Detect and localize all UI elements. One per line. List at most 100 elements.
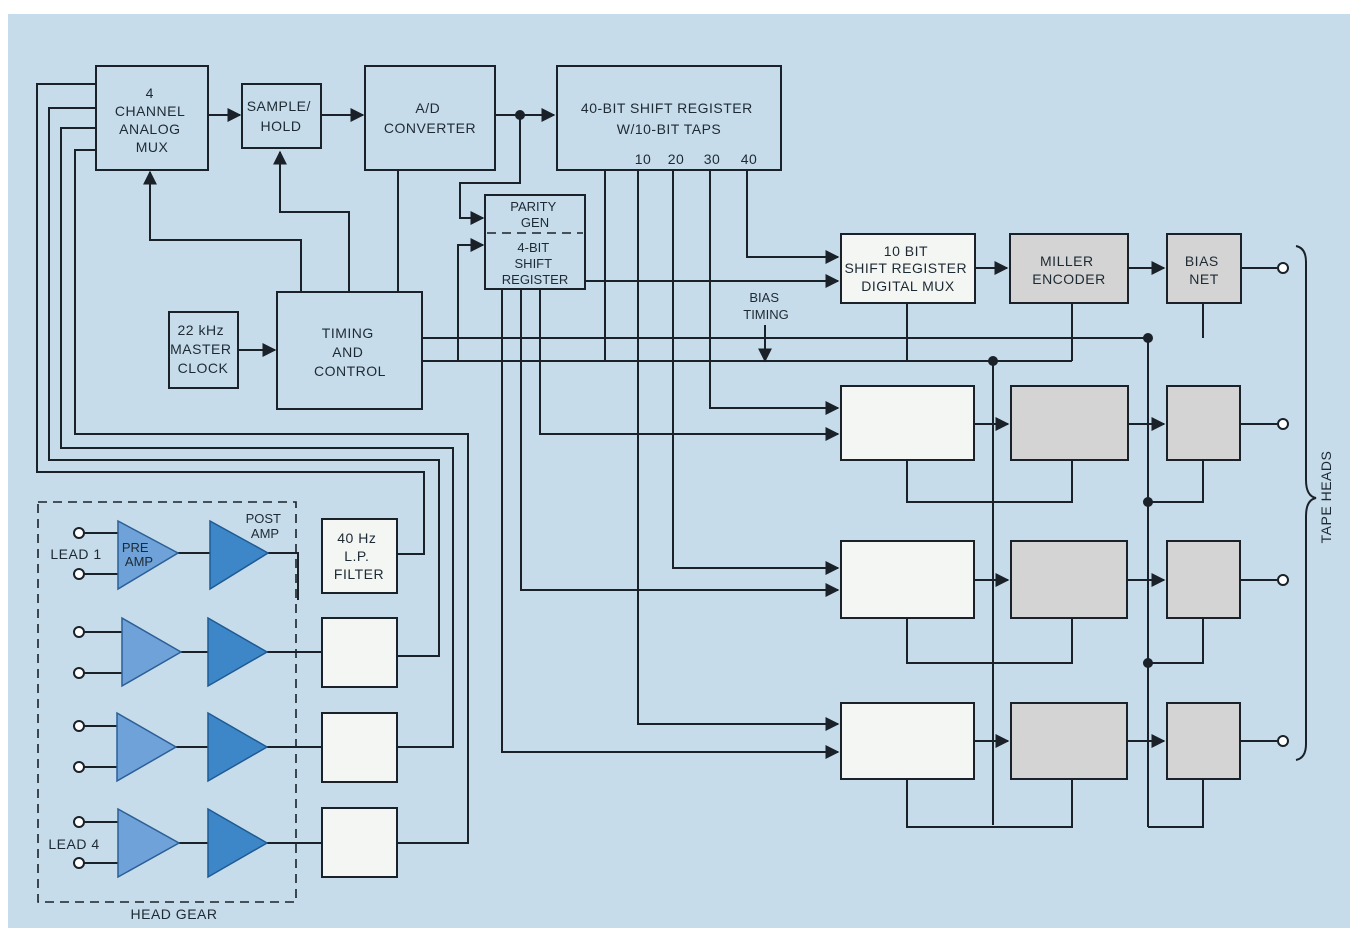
sample-hold-label-line: HOLD bbox=[261, 118, 302, 134]
amplifier-row-4 bbox=[73, 807, 269, 879]
timing-control-label-line: AND bbox=[332, 344, 363, 360]
shift-register-40-label-line: W/10-BIT TAPS bbox=[617, 121, 722, 137]
junction-dots bbox=[515, 110, 1153, 668]
filter-box-2 bbox=[321, 617, 398, 688]
pre-amp-label: PRE AMP bbox=[122, 540, 153, 569]
shift-register-4-label-line: REGISTER bbox=[502, 272, 568, 287]
parity-gen-label-line: GEN bbox=[521, 215, 549, 230]
mux-label: 4 CHANNEL ANALOG MUX bbox=[115, 85, 189, 155]
encoder-box-3 bbox=[1010, 540, 1128, 619]
tap-30-label: 30 bbox=[704, 151, 721, 167]
shift-register-4-label-line: 4-BIT bbox=[517, 240, 549, 255]
post-amp-label: POST AMP bbox=[246, 511, 285, 541]
bias-net-box bbox=[1166, 233, 1242, 304]
lp-filter-label-line: L.P. bbox=[344, 548, 369, 564]
lp-filter-box bbox=[321, 518, 398, 594]
bias-net-box-4 bbox=[1166, 702, 1241, 780]
parity-gen-label-line: PARITY bbox=[510, 199, 556, 214]
sample-hold-box bbox=[241, 83, 322, 149]
lead-1-label: LEAD 1 bbox=[50, 546, 101, 562]
post-amp-4 bbox=[207, 807, 269, 879]
shift-register-4-label: 4-BIT SHIFT REGISTER bbox=[502, 240, 568, 287]
timing-control-label: TIMING AND CONTROL bbox=[314, 325, 386, 379]
shift-register-10-label: 10 BIT SHIFT REGISTER DIGITAL MUX bbox=[844, 243, 971, 294]
filter-box-4 bbox=[321, 807, 398, 878]
tap-20-label: 20 bbox=[668, 151, 685, 167]
master-clock-label-line: CLOCK bbox=[178, 360, 229, 376]
adc-label-line: A/D bbox=[415, 100, 440, 116]
encoder-box-4 bbox=[1010, 702, 1128, 780]
analog-mux-box bbox=[95, 65, 209, 171]
master-clock-box bbox=[168, 311, 239, 389]
amplifier-row-2 bbox=[73, 616, 269, 688]
bias-net-label-line: BIAS bbox=[1185, 253, 1219, 269]
bias-timing-label-line: TIMING bbox=[743, 307, 789, 322]
master-clock-label: 22 kHz MASTER CLOCK bbox=[170, 322, 236, 376]
post-amp-1 bbox=[209, 519, 270, 591]
tape-head-terminal-3 bbox=[1277, 574, 1289, 586]
timing-control-box bbox=[276, 291, 423, 410]
timing-control-label-line: CONTROL bbox=[314, 363, 386, 379]
lp-filter-label-line: 40 Hz bbox=[337, 530, 376, 546]
head-gear-label: HEAD GEAR bbox=[131, 906, 218, 922]
bias-net-box-3 bbox=[1166, 540, 1241, 619]
master-clock-label-line: MASTER bbox=[170, 341, 231, 357]
pre-amp-label-line: AMP bbox=[125, 554, 153, 569]
shift-register-4-label-line: SHIFT bbox=[515, 256, 553, 271]
post-amp-label-line: AMP bbox=[251, 526, 279, 541]
post-amp-label-line: POST bbox=[246, 511, 281, 526]
head-gear-boundary bbox=[37, 501, 297, 903]
tape-head-terminal-4 bbox=[1277, 735, 1289, 747]
shift-register-10-label-line: SHIFT REGISTER bbox=[844, 260, 967, 276]
shift-register-box-3 bbox=[840, 540, 975, 619]
encoder-box-2 bbox=[1010, 385, 1129, 461]
amplifier-row-3 bbox=[73, 711, 269, 783]
lead-4-label: LEAD 4 bbox=[48, 836, 99, 852]
post-amp-3 bbox=[207, 711, 269, 783]
lp-filter-label: 40 Hz L.P. FILTER bbox=[334, 530, 384, 582]
shift-register-10-box bbox=[840, 233, 976, 304]
mux-label-line: ANALOG bbox=[119, 121, 180, 137]
pre-amp-4 bbox=[117, 807, 181, 879]
post-amp-2 bbox=[207, 616, 269, 688]
miller-encoder-box bbox=[1009, 233, 1129, 304]
miller-encoder-label-line: MILLER bbox=[1040, 253, 1094, 269]
shift-register-40-label: 40-BIT SHIFT REGISTER W/10-BIT TAPS bbox=[581, 100, 757, 137]
sample-hold-label-line: SAMPLE/ bbox=[247, 98, 311, 114]
adc-box bbox=[364, 65, 496, 171]
tape-heads-label: TAPE HEADS bbox=[1318, 451, 1334, 544]
bias-timing-label-line: BIAS bbox=[749, 290, 779, 305]
shift-register-40-box bbox=[556, 65, 782, 171]
shift-register-10-label-line: DIGITAL MUX bbox=[861, 278, 955, 294]
sample-hold-label: SAMPLE/ HOLD bbox=[247, 98, 316, 134]
lp-filter-label-line: FILTER bbox=[334, 566, 384, 582]
bias-net-label: BIAS NET bbox=[1185, 253, 1223, 287]
pre-amp-2 bbox=[121, 616, 183, 688]
timing-control-label-line: TIMING bbox=[322, 325, 374, 341]
tape-head-terminals bbox=[1277, 262, 1289, 747]
mux-label-line: 4 bbox=[146, 85, 154, 101]
shift-register-40-label-line: 40-BIT SHIFT REGISTER bbox=[581, 100, 753, 116]
miller-encoder-label-line: ENCODER bbox=[1032, 271, 1106, 287]
bias-net-box-2 bbox=[1166, 385, 1241, 461]
tape-head-terminal-1 bbox=[1277, 262, 1289, 274]
bias-net-label-line: NET bbox=[1189, 271, 1219, 287]
shift-register-10-label-line: 10 BIT bbox=[884, 243, 928, 259]
amplifier-row-1 bbox=[73, 519, 270, 591]
wires bbox=[36, 83, 1317, 864]
filter-box-3 bbox=[321, 712, 398, 783]
adc-label-line: CONVERTER bbox=[384, 120, 476, 136]
parity-gen-label: PARITY GEN bbox=[510, 199, 559, 230]
tap-10-label: 10 bbox=[635, 151, 652, 167]
parity-shift-box bbox=[484, 194, 586, 290]
shift-register-box-2 bbox=[840, 385, 975, 461]
miller-encoder-label: MILLER ENCODER bbox=[1032, 253, 1106, 287]
pre-amp-1 bbox=[117, 519, 180, 591]
pre-amp-label-line: PRE bbox=[122, 540, 149, 555]
adc-label: A/D CONVERTER bbox=[384, 100, 476, 136]
shift-register-box-4 bbox=[840, 702, 975, 780]
master-clock-label-line: 22 kHz bbox=[178, 322, 225, 338]
tape-head-terminal-2 bbox=[1277, 418, 1289, 430]
